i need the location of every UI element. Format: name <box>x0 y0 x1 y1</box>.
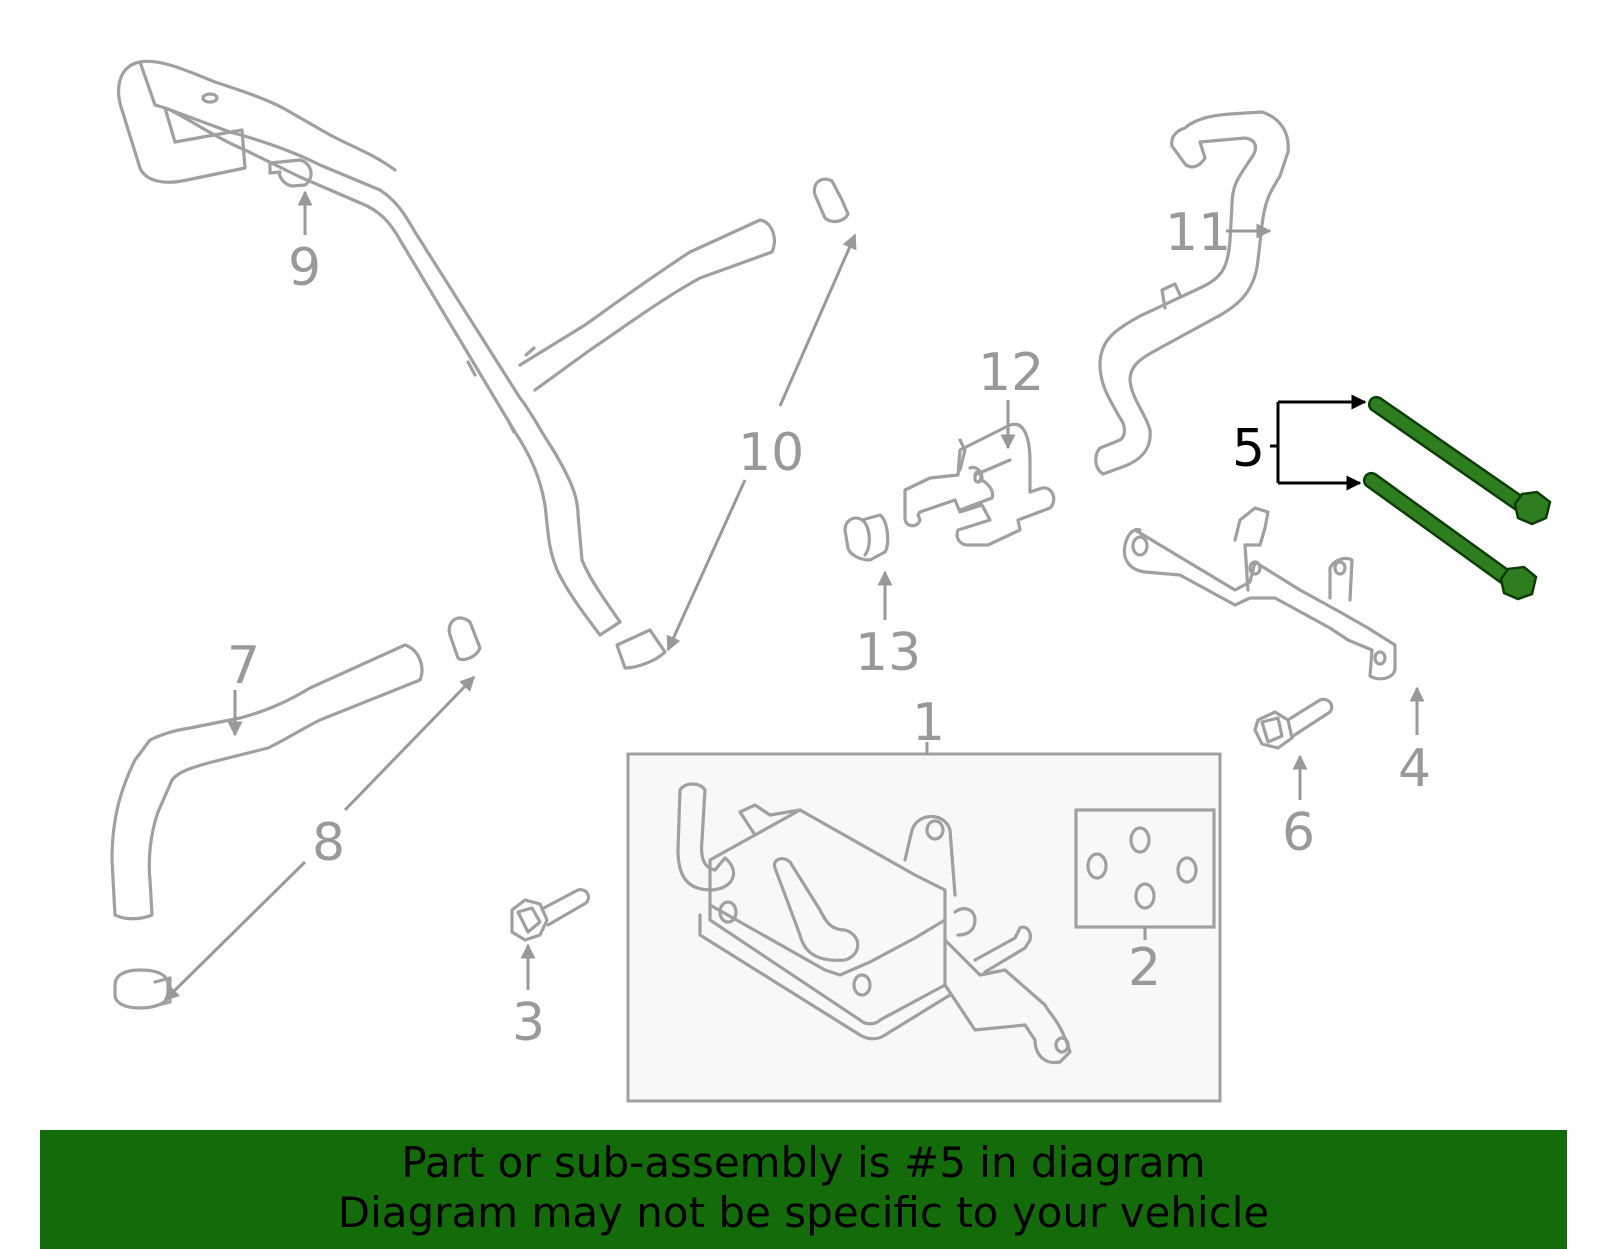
callout-2: 2 <box>1128 938 1161 998</box>
callout-1: 1 <box>912 693 945 753</box>
callout-7: 7 <box>227 636 260 696</box>
callout-3: 3 <box>512 993 545 1053</box>
callout-11: 11 <box>1165 203 1231 263</box>
bolt-5-lower <box>1363 471 1538 601</box>
coolant-valve-12 <box>903 422 1056 547</box>
coolant-hose-upper <box>117 59 776 637</box>
info-banner: Part or sub-assembly is #5 in diagram Di… <box>40 1130 1567 1249</box>
hose-clamp-8-upper <box>447 616 482 662</box>
callout-13: 13 <box>855 623 921 683</box>
bolt-3 <box>510 888 591 942</box>
callout-6: 6 <box>1282 803 1315 863</box>
callout-9: 9 <box>288 238 321 298</box>
hose-clamp-8-lower <box>113 968 172 1010</box>
bolt-6 <box>1253 697 1334 750</box>
leader-lines <box>163 190 1425 1002</box>
callout-10: 10 <box>738 423 804 483</box>
sleeve-13 <box>843 513 890 562</box>
banner-line-2: Diagram may not be specific to your vehi… <box>337 1188 1270 1237</box>
callout-8: 8 <box>312 813 345 873</box>
coolant-hose-lower <box>110 643 424 921</box>
coolant-hose-right <box>1094 110 1290 476</box>
oil-cooler-assembly-box <box>626 752 1222 1103</box>
hose-clamp-9 <box>268 158 313 188</box>
callout-4: 4 <box>1398 739 1431 799</box>
banner-line-1: Part or sub-assembly is #5 in diagram <box>401 1138 1206 1187</box>
hose-clamp-10-upper <box>812 177 850 224</box>
bolt-5-upper <box>1368 395 1552 526</box>
parts-diagram: 1 2 3 4 5 6 7 8 9 10 11 12 13 <box>110 59 1552 1103</box>
callout-12: 12 <box>978 343 1044 403</box>
bracket-4 <box>1122 506 1397 681</box>
callout-5: 5 <box>1232 419 1265 479</box>
hose-clamp-10-lower <box>615 628 667 670</box>
